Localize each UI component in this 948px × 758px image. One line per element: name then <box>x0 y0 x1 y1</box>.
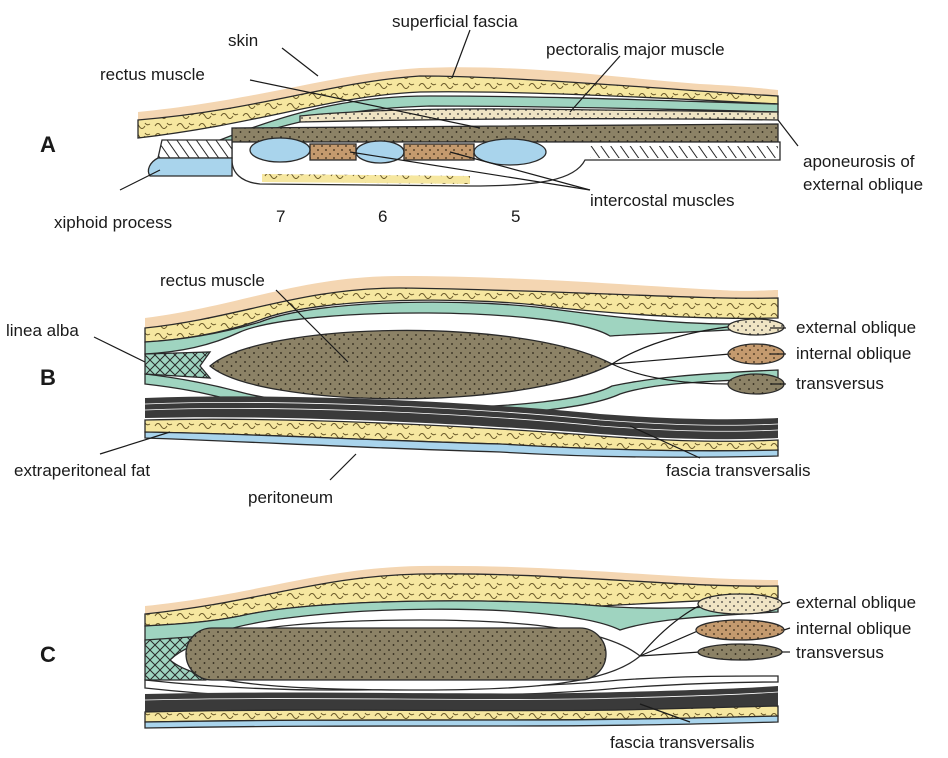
panel-a-intercostal-block-a <box>310 144 356 160</box>
panel-b-rectus-muscle <box>210 330 612 398</box>
label-xiphoid-process: xiphoid process <box>54 213 172 232</box>
panel-a-xiphoid-top <box>158 140 232 158</box>
panel-a: A superficial fasc <box>40 12 923 232</box>
label-linea-alba: linea alba <box>6 321 79 340</box>
panel-b-linea-alba <box>145 352 210 378</box>
panel-b: B rectus muscle li <box>6 271 916 507</box>
label-rib-5: 5 <box>511 207 520 226</box>
label-internal-oblique-c: internal oblique <box>796 619 911 638</box>
panel-c-rectus-muscle <box>186 628 606 680</box>
label-skin: skin <box>228 31 258 50</box>
label-external-oblique-c: external oblique <box>796 593 916 612</box>
panel-c-internal-oblique <box>696 620 784 640</box>
panel-b-external-oblique <box>728 319 784 335</box>
label-rib-6: 6 <box>378 207 387 226</box>
label-rib-7: 7 <box>276 207 285 226</box>
label-rectus-muscle-b: rectus muscle <box>160 271 265 290</box>
label-internal-oblique-b: internal oblique <box>796 344 911 363</box>
panel-a-intercostal-block-b <box>404 144 474 160</box>
label-intercostal-muscles: intercostal muscles <box>590 191 735 210</box>
panel-b-slip-2 <box>612 354 730 364</box>
panel-a-letter: A <box>40 132 56 157</box>
panel-a-xiphoid-process <box>148 158 232 176</box>
label-aponeurosis-line1: aponeurosis of <box>803 152 915 171</box>
panel-b-letter: B <box>40 365 56 390</box>
label-transversus-b: transversus <box>796 374 884 393</box>
label-superficial-fascia: superficial fascia <box>392 12 518 31</box>
panel-c-transversus <box>698 644 782 660</box>
label-external-oblique-b: external oblique <box>796 318 916 337</box>
panel-c: C external oblique internal <box>40 566 916 752</box>
label-peritoneum: peritoneum <box>248 488 333 507</box>
label-fascia-transversalis-b: fascia transversalis <box>666 461 811 480</box>
panel-c-letter: C <box>40 642 56 667</box>
panel-a-cartilage-7 <box>250 138 310 162</box>
label-fascia-transversalis-c: fascia transversalis <box>610 733 755 752</box>
label-aponeurosis-line2: external oblique <box>803 175 923 194</box>
label-pectoralis-major: pectoralis major muscle <box>546 40 725 59</box>
label-transversus-c: transversus <box>796 643 884 662</box>
panel-a-pectoralis-major <box>300 109 778 122</box>
panel-a-diag-hatch <box>590 146 778 158</box>
label-rectus-muscle-a: rectus muscle <box>100 65 205 84</box>
panel-c-external-oblique <box>698 594 782 614</box>
label-extraperitoneal-fat: extraperitoneal fat <box>14 461 150 480</box>
